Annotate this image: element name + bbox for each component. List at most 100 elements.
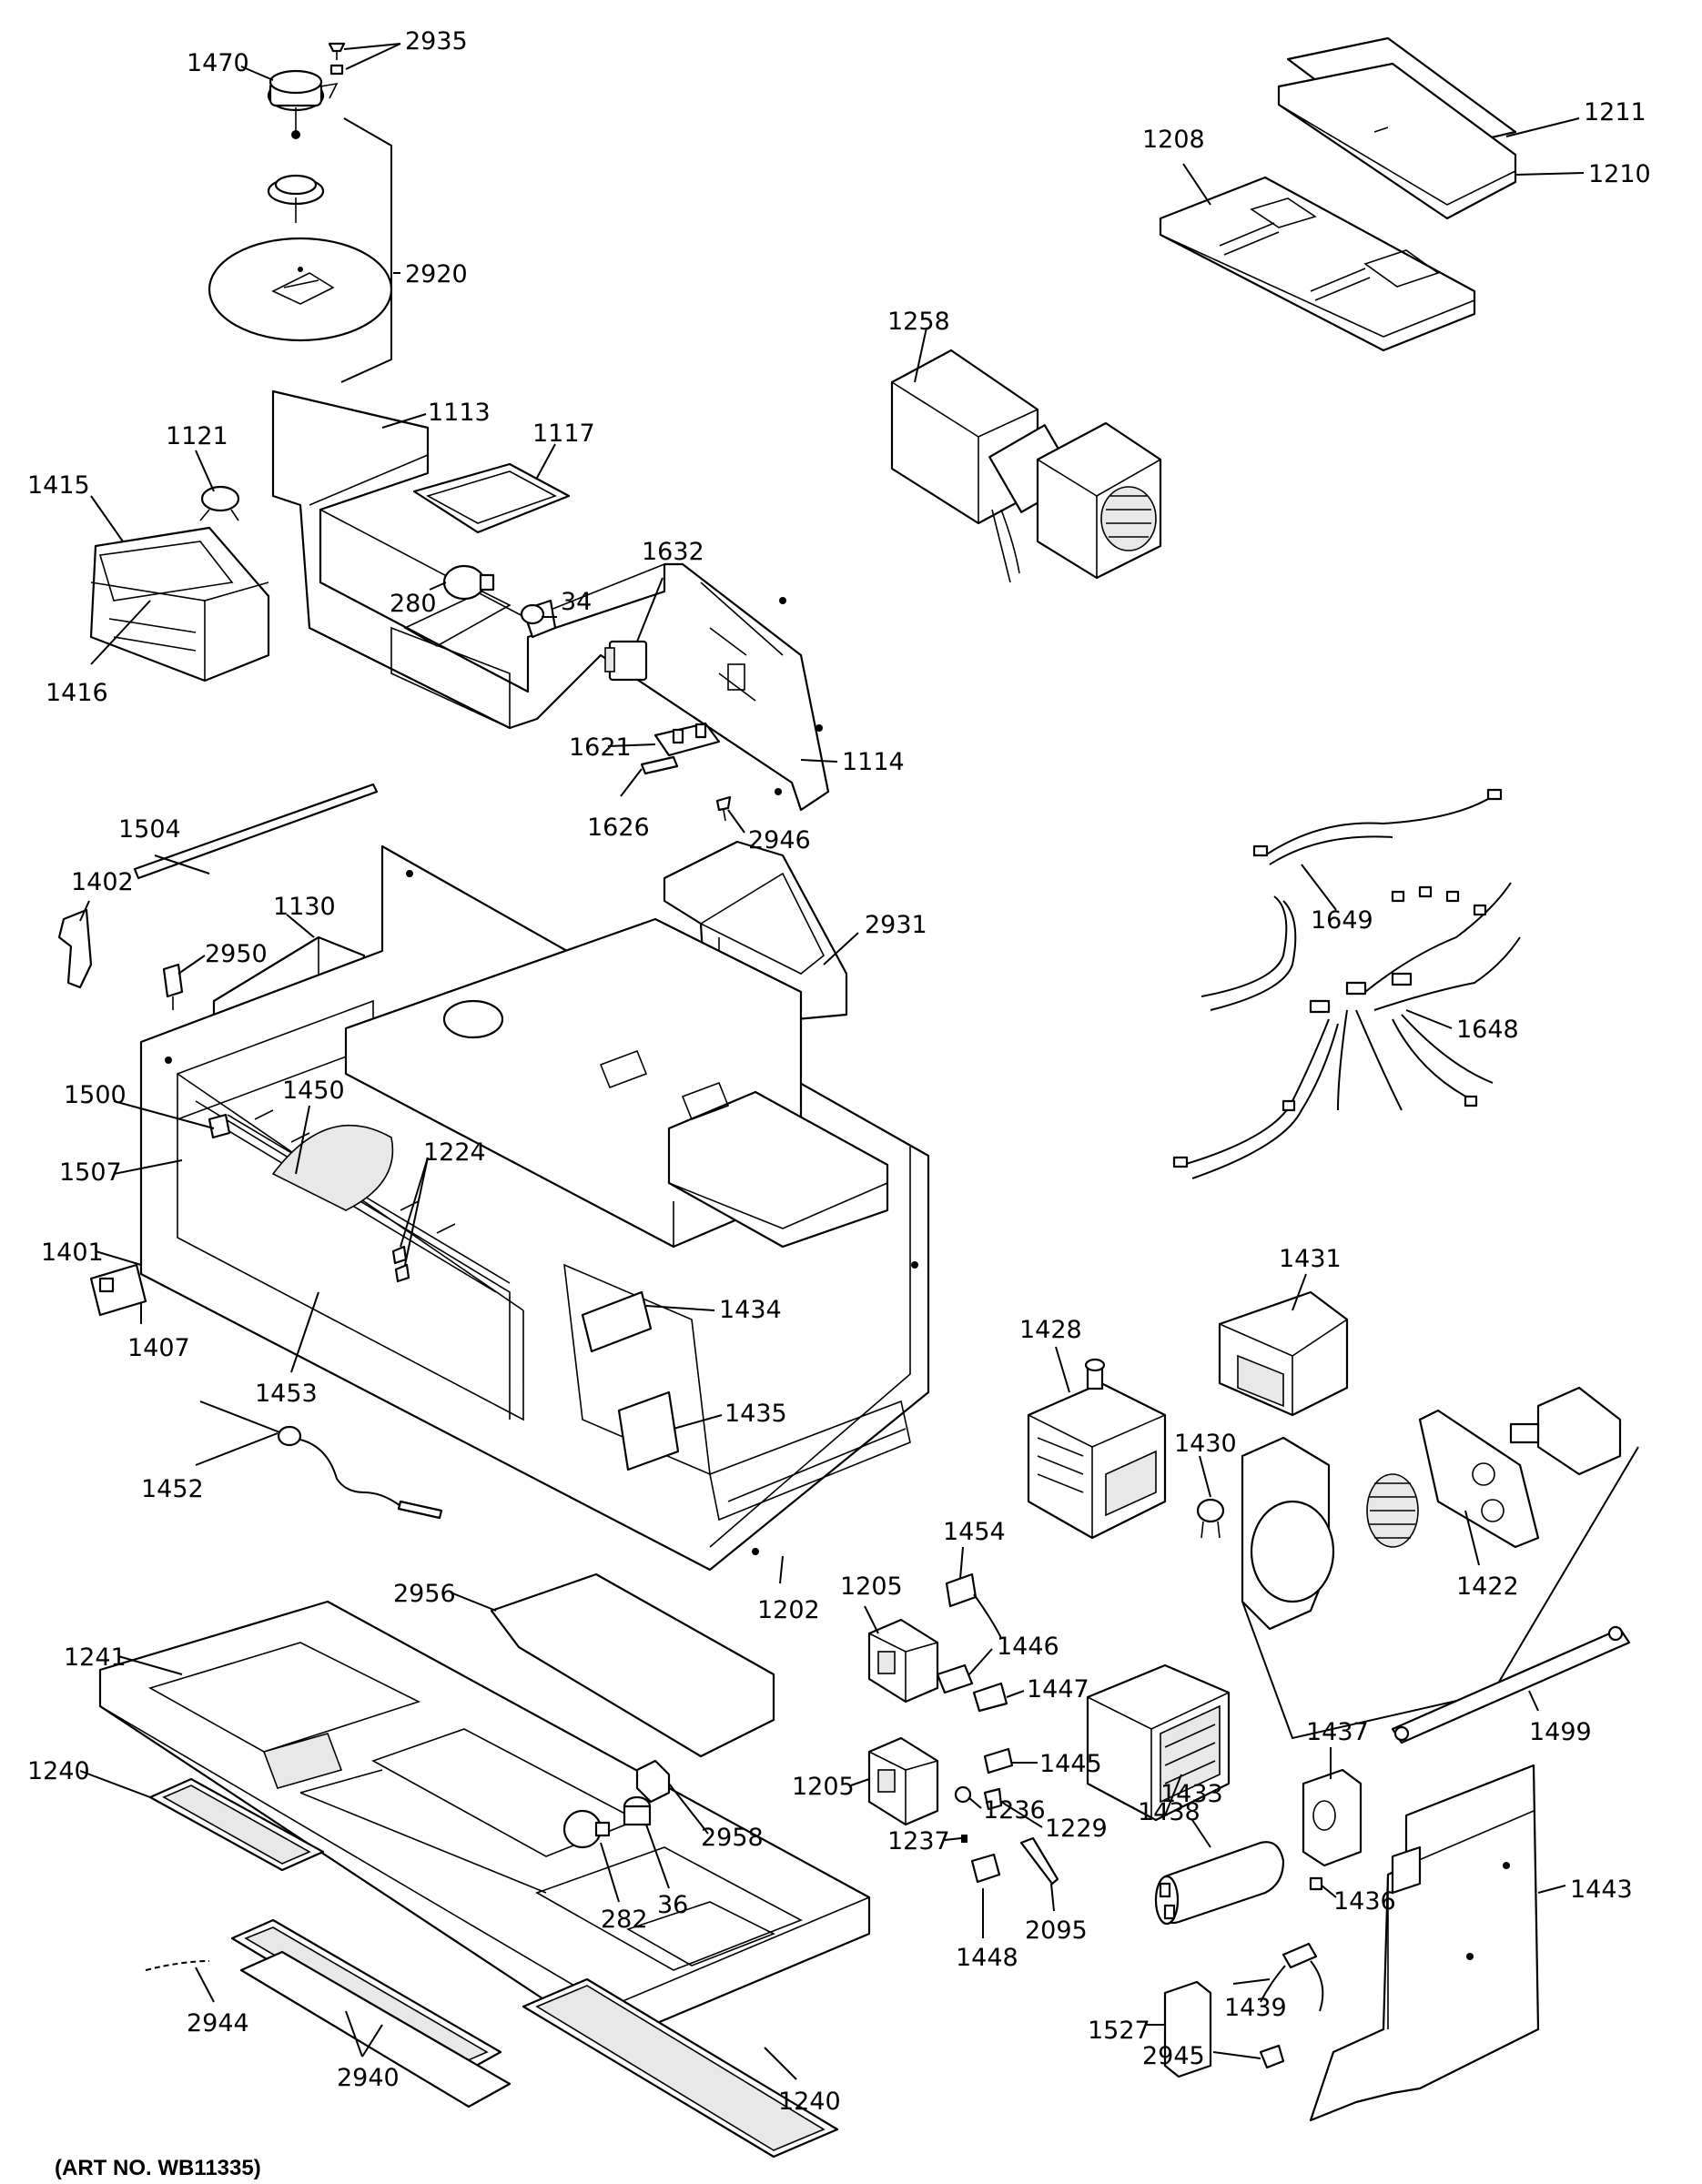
label-1205a: 1205 <box>840 1572 903 1601</box>
label-1240b: 1240 <box>778 2088 841 2116</box>
label-1500: 1500 <box>64 1081 127 1109</box>
vent-duct-assembly <box>271 389 830 812</box>
label-36: 36 <box>657 1891 688 1919</box>
label-1210: 1210 <box>1588 160 1651 188</box>
label-1415: 1415 <box>27 471 90 500</box>
magnetron-1428 <box>1027 1358 1167 1540</box>
label-1499: 1499 <box>1529 1718 1592 1746</box>
turntable-coupler <box>267 174 325 223</box>
lamp-socket-34 <box>520 599 557 639</box>
label-1237: 1237 <box>887 1827 950 1855</box>
switch-1445 <box>983 1747 1014 1774</box>
label-1433: 1433 <box>1160 1780 1223 1808</box>
label-1205b: 1205 <box>792 1773 855 1801</box>
label-280: 280 <box>390 590 437 618</box>
clip-1224 <box>391 1245 410 1283</box>
part-number-labels: 1470 2935 2920 1113 1117 1121 1415 1416 … <box>27 27 1651 2180</box>
turntable-motor <box>267 69 339 139</box>
label-1437: 1437 <box>1306 1718 1369 1746</box>
diode-1439 <box>1260 1942 1324 2012</box>
switch-1447 <box>972 1682 1008 1713</box>
wire-harness-1648 <box>1172 882 1521 1179</box>
fuse-1626 <box>640 755 679 775</box>
rod-1504 <box>133 783 379 880</box>
latch-2950 <box>162 963 184 1010</box>
label-1240a: 1240 <box>27 1757 90 1785</box>
label-1430: 1430 <box>1174 1430 1237 1458</box>
cover-1527 <box>1163 1980 1212 2078</box>
label-1401: 1401 <box>41 1239 104 1267</box>
label-1435: 1435 <box>724 1400 787 1428</box>
bracket-2958 <box>635 1759 671 1804</box>
label-1453: 1453 <box>255 1380 318 1408</box>
label-1258: 1258 <box>887 308 950 336</box>
label-1229: 1229 <box>1045 1815 1108 1843</box>
label-1452: 1452 <box>141 1475 204 1503</box>
oven-cavity-1202 <box>139 844 930 1572</box>
screw-2946 <box>715 795 732 822</box>
label-1422: 1422 <box>1456 1572 1519 1601</box>
label-1445: 1445 <box>1039 1750 1102 1778</box>
leader-lines <box>79 43 1585 2080</box>
label-2958: 2958 <box>701 1824 764 1852</box>
label-1507: 1507 <box>59 1158 122 1187</box>
label-1450: 1450 <box>282 1077 345 1105</box>
cover-2956 <box>490 1572 775 1758</box>
label-1428: 1428 <box>1019 1316 1082 1344</box>
label-1448: 1448 <box>956 1944 1018 1972</box>
label-1434: 1434 <box>719 1296 782 1324</box>
vent-box-1415 <box>89 526 270 682</box>
mounting-plate-1208 <box>1159 176 1476 352</box>
capacitor-1438 <box>1154 1841 1285 1926</box>
switch-1448 <box>970 1853 1001 1884</box>
label-1454: 1454 <box>943 1518 1006 1546</box>
duct-1431 <box>1218 1290 1349 1417</box>
label-1470: 1470 <box>187 49 249 77</box>
dual-blower-1258 <box>890 349 1162 583</box>
label-1416: 1416 <box>46 679 108 707</box>
label-2935: 2935 <box>405 27 468 56</box>
label-1121: 1121 <box>166 422 228 450</box>
label-1236: 1236 <box>983 1796 1046 1825</box>
light-lens-2940 <box>230 1918 512 2108</box>
label-1208: 1208 <box>1142 126 1205 154</box>
hinge-1402 <box>57 908 93 989</box>
label-2950: 2950 <box>205 940 268 968</box>
switch-1454 <box>945 1572 1002 1639</box>
bottom-plate-1241 <box>98 1600 871 2045</box>
label-2095: 2095 <box>1025 1916 1088 1945</box>
label-2931: 2931 <box>865 911 927 939</box>
label-1431: 1431 <box>1279 1245 1342 1273</box>
label-1407: 1407 <box>127 1334 190 1362</box>
label-1621: 1621 <box>569 733 632 762</box>
label-1114: 1114 <box>842 748 905 776</box>
socket-36 <box>623 1795 652 1826</box>
label-1649: 1649 <box>1311 906 1373 935</box>
thermal-cutout-1121 <box>199 485 240 521</box>
label-2920: 2920 <box>405 260 468 288</box>
art-number: (ART NO. WB11335) <box>55 2156 261 2180</box>
screw-2935 <box>328 42 346 76</box>
bracket-1437 <box>1302 1768 1363 1867</box>
bracket-1443 <box>1309 1764 1540 2122</box>
grease-filter-1240b <box>522 1977 839 2159</box>
label-1632: 1632 <box>642 538 704 566</box>
label-1224: 1224 <box>423 1138 486 1167</box>
wire-harness-1649 <box>1201 788 1503 1011</box>
label-2946: 2946 <box>748 826 811 854</box>
label-2940: 2940 <box>337 2064 400 2092</box>
thermostat-1430 <box>1196 1498 1225 1539</box>
label-1202: 1202 <box>757 1596 820 1624</box>
label-1117: 1117 <box>532 420 595 448</box>
switch-holder-1205a <box>867 1618 939 1704</box>
label-1504: 1504 <box>118 815 181 844</box>
label-1447: 1447 <box>1027 1675 1089 1704</box>
label-1130: 1130 <box>273 893 336 921</box>
screw-2095 <box>1019 1836 1059 1886</box>
clip-1229 <box>983 1787 1003 1811</box>
label-1211: 1211 <box>1584 98 1646 126</box>
label-1527: 1527 <box>1088 2017 1150 2045</box>
hinge-1407 <box>89 1263 147 1317</box>
bracket-1499 <box>1391 1625 1631 1744</box>
